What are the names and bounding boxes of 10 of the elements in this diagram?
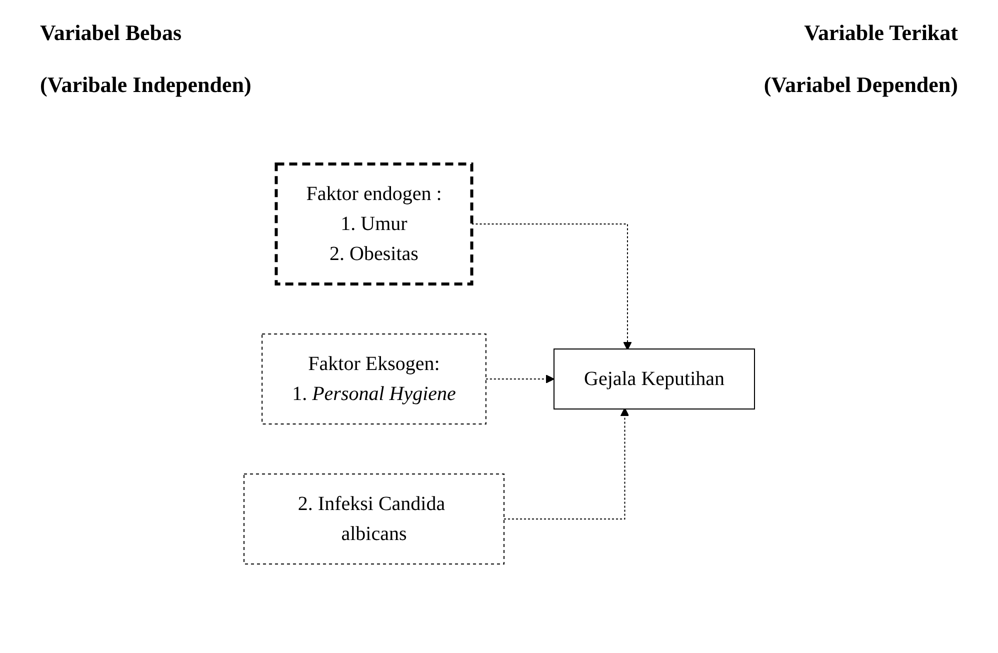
arrow: [503, 408, 629, 520]
column-subheading: (Varibale Independen): [40, 72, 252, 98]
node-box: Faktor endogen : 1. Umur 2. Obesitas: [274, 162, 474, 286]
column-heading: Variable Terikat: [804, 20, 958, 46]
node-box: 2. Infeksi Candida albicans: [243, 474, 504, 564]
column-subheading: (Variabel Dependen): [764, 72, 958, 98]
arrow: [485, 374, 554, 384]
node-box: Faktor Eksogen: 1. Personal Hygiene: [261, 334, 486, 424]
column-heading: Variabel Bebas: [40, 20, 182, 46]
node-box: Gejala Keputihan: [553, 348, 755, 410]
